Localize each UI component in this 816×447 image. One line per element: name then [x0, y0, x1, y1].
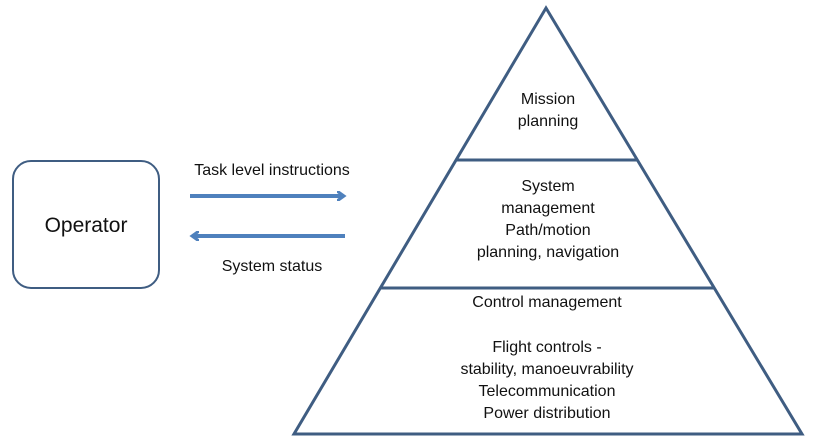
operator-box	[12, 160, 160, 289]
tier-text: planning, navigation	[477, 244, 619, 261]
tier-text: Mission	[521, 91, 575, 108]
pyramid-tier-system-management: System management Path/motion planning, …	[477, 178, 619, 261]
system-status-label: System status	[222, 258, 322, 275]
pyramid-outline	[291, 5, 805, 436]
tier-text: System	[521, 178, 574, 195]
tier-text: stability, manoeuvrability	[460, 361, 633, 378]
tier-title: Control management	[472, 294, 622, 311]
operator-label: Operator	[45, 214, 128, 237]
tier-text: management	[501, 200, 595, 217]
pyramid-tier-control-management: Control management Flight controls - sta…	[460, 294, 633, 422]
tier-text: Power distribution	[483, 405, 610, 422]
tier-text: Telecommunication	[479, 383, 616, 400]
tier-text: Flight controls -	[492, 339, 601, 356]
tier-text: Path/motion	[505, 222, 590, 239]
pyramid-tier-mission-planning: Mission planning	[518, 91, 579, 130]
task-level-instructions-label: Task level instructions	[194, 162, 350, 179]
tier-text: planning	[518, 113, 579, 130]
